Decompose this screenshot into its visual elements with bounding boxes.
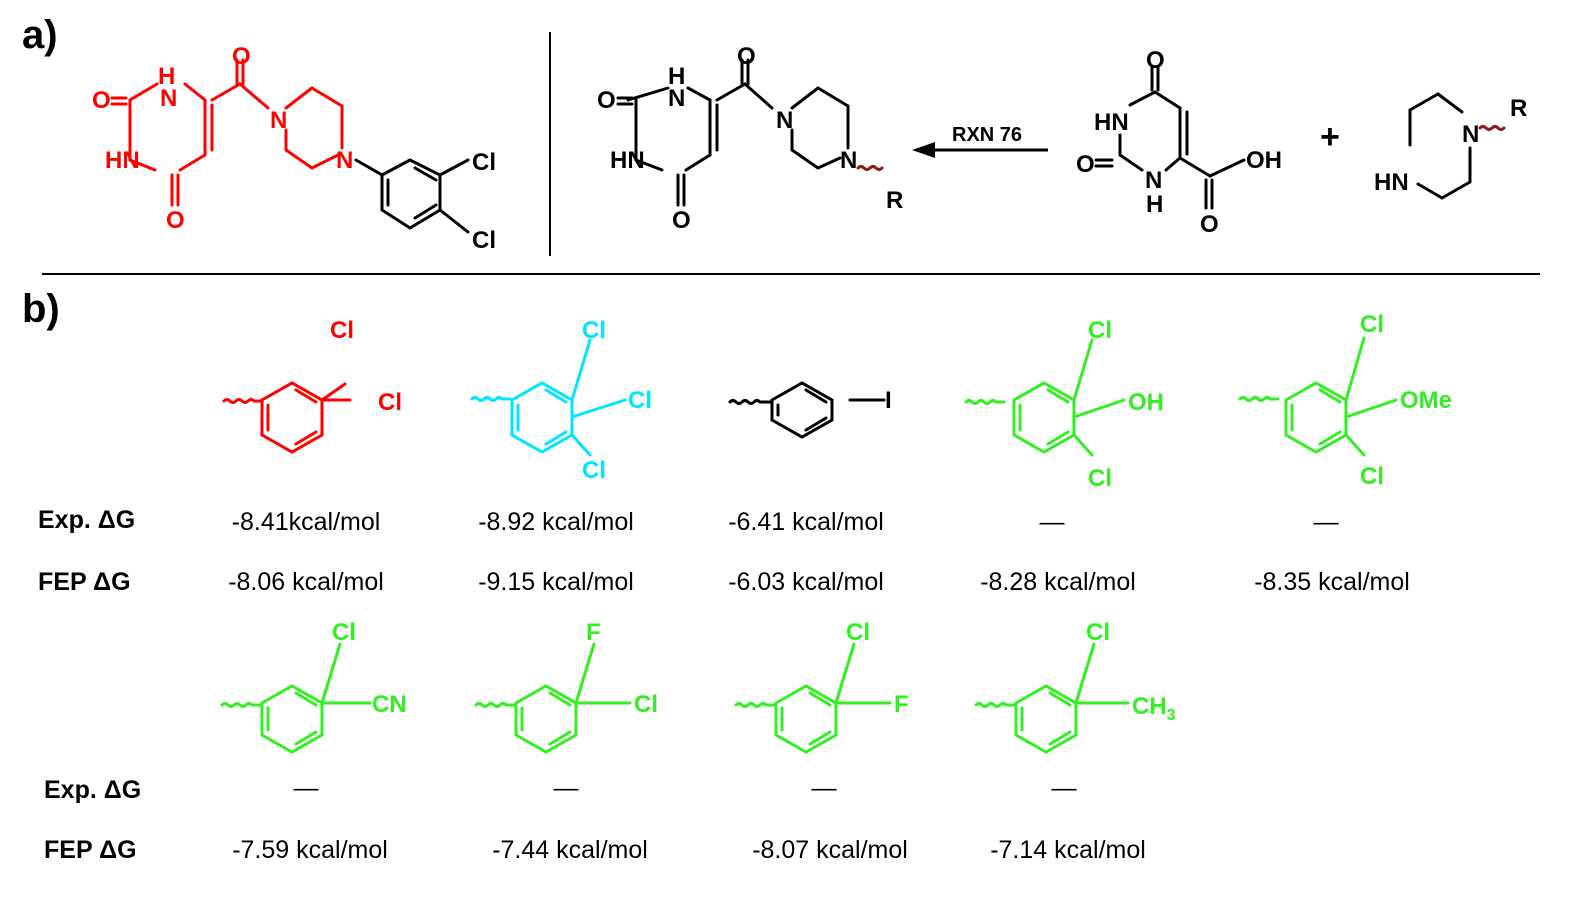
svg-text:R: R [886, 187, 903, 214]
substituent-3-chloro-4-methylphenyl [974, 642, 1130, 754]
svg-text:O: O [166, 207, 185, 234]
svg-text:N: N [336, 147, 353, 174]
product-scaffold [616, 58, 884, 207]
r9-fep-value: -7.14 kcal/mol [990, 836, 1146, 864]
r7-fluoro: F [586, 619, 601, 646]
row1-exp-label: Exp. ΔG [38, 506, 135, 534]
r8-exp-value: — [812, 774, 837, 802]
row2-fep-label: FEP ΔG [44, 836, 137, 864]
r4-cl-5: Cl [1088, 465, 1112, 492]
substituent-3-4-dichlorophenyl [222, 381, 352, 454]
r9-methyl: CH3 [1132, 693, 1176, 724]
r5-methoxy: OMe [1400, 387, 1452, 414]
svg-text:N: N [840, 147, 857, 174]
svg-text:OH: OH [1246, 147, 1282, 174]
svg-text:Cl: Cl [472, 149, 496, 176]
svg-text:HN: HN [1374, 169, 1409, 196]
svg-text:H: H [1146, 191, 1163, 218]
r4-hydroxy: OH [1128, 389, 1164, 416]
svg-text:H: H [158, 63, 175, 90]
product-scaffold-atoms: H N O HN O O N N R [597, 43, 903, 234]
svg-text:O: O [1076, 151, 1095, 178]
svg-text:N: N [270, 107, 287, 134]
panel-a-label: a) [22, 13, 58, 57]
svg-text:N: N [1145, 167, 1162, 194]
r8-fluoro: F [894, 691, 909, 718]
r8-fep-value: -8.07 kcal/mol [752, 836, 908, 864]
svg-text:N: N [776, 107, 793, 134]
r7-cl: Cl [634, 691, 658, 718]
r6-fep-value: -7.59 kcal/mol [232, 836, 388, 864]
lead-compound-atoms: H N O HN O O N N Cl Cl [92, 43, 496, 254]
r8-cl: Cl [846, 619, 870, 646]
r9-cl: Cl [1086, 619, 1110, 646]
r2-fep-value: -9.15 kcal/mol [478, 568, 634, 596]
r5-exp-value: — [1314, 508, 1339, 536]
r6-cl: Cl [332, 619, 356, 646]
svg-text:HN: HN [610, 147, 645, 174]
svg-text:H: H [668, 63, 685, 90]
substituent-3-chloro-4-fluorophenyl [734, 642, 892, 754]
piperazine-reactant [1408, 92, 1506, 200]
r5-fep-value: -8.35 kcal/mol [1254, 568, 1410, 596]
panel-b-label: b) [22, 287, 60, 331]
row1-fep-label: FEP ΔG [38, 568, 131, 596]
plus-sign: + [1320, 118, 1340, 156]
svg-text:N: N [668, 85, 685, 112]
svg-text:R: R [1510, 95, 1527, 122]
svg-text:O: O [597, 87, 616, 114]
svg-text:O: O [232, 43, 251, 70]
r2-exp-value: -8.92 kcal/mol [478, 508, 634, 536]
r7-fep-value: -7.44 kcal/mol [492, 836, 648, 864]
r6-cyano: CN [372, 691, 407, 718]
lead-compound-aryl [354, 158, 470, 234]
orotic-acid-atoms: O HN O N H OH O [1076, 47, 1282, 238]
r9-exp-value: — [1052, 774, 1077, 802]
svg-text:O: O [92, 87, 111, 114]
r5-cl-3: Cl [1360, 311, 1384, 338]
svg-text:HN: HN [1094, 109, 1129, 136]
svg-text:HN: HN [105, 147, 140, 174]
svg-text:O: O [672, 207, 691, 234]
lead-compound [110, 58, 344, 207]
svg-text:O: O [737, 43, 756, 70]
r1-cl-meta: Cl [330, 317, 354, 344]
r3-iodo: I [885, 387, 892, 414]
r2-cl-3: Cl [582, 317, 606, 344]
r3-fep-value: -6.03 kcal/mol [728, 568, 884, 596]
r3-exp-value: -6.41 kcal/mol [728, 508, 884, 536]
r4-cl-3: Cl [1088, 317, 1112, 344]
reaction-label: RXN 76 [952, 124, 1022, 146]
r5-cl-5: Cl [1360, 463, 1384, 490]
substituent-3-chloro-4-cyanophenyl [220, 642, 372, 754]
svg-text:O: O [1200, 211, 1219, 238]
reaction-arrow: RXN 76 [912, 124, 1048, 158]
substituent-3-5-dichloro-4-methoxyphenyl [1238, 336, 1398, 457]
substituent-3-5-dichloro-4-hydroxyphenyl [964, 338, 1126, 457]
r2-cl-4: Cl [628, 387, 652, 414]
svg-text:N: N [160, 85, 177, 112]
svg-text:Cl: Cl [472, 227, 496, 254]
orotic-acid [1094, 66, 1246, 210]
r1-fep-value: -8.06 kcal/mol [228, 568, 384, 596]
r4-fep-value: -8.28 kcal/mol [980, 568, 1136, 596]
r6-exp-value: — [294, 774, 319, 802]
piperazine-reactant-atoms: N HN R [1374, 95, 1527, 196]
substituent-4-iodophenyl [728, 381, 886, 439]
svg-text:N: N [1462, 121, 1479, 148]
row2-values: — -7.59 kcal/mol — -7.44 kcal/mol — -8.0… [232, 774, 1146, 864]
svg-text:O: O [1146, 47, 1165, 74]
r2-cl-5: Cl [582, 457, 606, 484]
r7-exp-value: — [554, 774, 579, 802]
row2-exp-label: Exp. ΔG [44, 776, 141, 804]
row1-values: -8.41kcal/mol -8.06 kcal/mol -8.92 kcal/… [228, 508, 1410, 596]
substituent-3-4-5-trichlorophenyl [470, 338, 627, 457]
r4-exp-value: — [1040, 508, 1065, 536]
r1-exp-value: -8.41kcal/mol [232, 508, 381, 536]
substituent-3-fluoro-4-chlorophenyl [474, 642, 632, 754]
r1-cl-para: Cl [378, 389, 402, 416]
